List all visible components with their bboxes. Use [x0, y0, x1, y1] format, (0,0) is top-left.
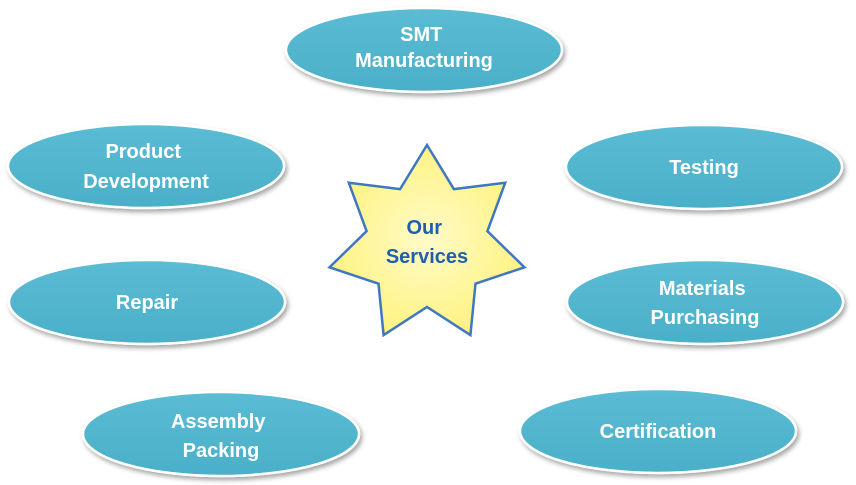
node-shape [565, 258, 845, 346]
node-testing: Testing [564, 123, 844, 211]
node-shape [518, 387, 798, 475]
node-certification: Certification [518, 387, 798, 475]
node-label: Materials Purchasing [651, 278, 760, 329]
node-repair: Repair [7, 258, 287, 346]
node-product-development: Product Development [6, 122, 286, 210]
node-shape [81, 390, 361, 478]
node-label: Certification [600, 421, 717, 443]
node-shape [7, 258, 287, 346]
star-shape [327, 142, 527, 338]
node-label: Product Development [83, 141, 209, 193]
node-label: SMT Manufacturing [355, 24, 493, 72]
node-smt-manufacturing: SMT Manufacturing [284, 6, 564, 94]
node-shape [284, 6, 564, 94]
node-shape [564, 123, 844, 211]
center-star: Our Services [327, 142, 527, 338]
node-label: Testing [669, 157, 739, 179]
center-label: Our Services [386, 217, 468, 268]
node-materials-purchasing: Materials Purchasing [565, 258, 845, 346]
node-shape [6, 122, 286, 210]
node-label: Assembly Packing [171, 411, 271, 462]
node-assembly-packing: Assembly Packing [81, 390, 361, 478]
node-label: Repair [116, 292, 178, 314]
